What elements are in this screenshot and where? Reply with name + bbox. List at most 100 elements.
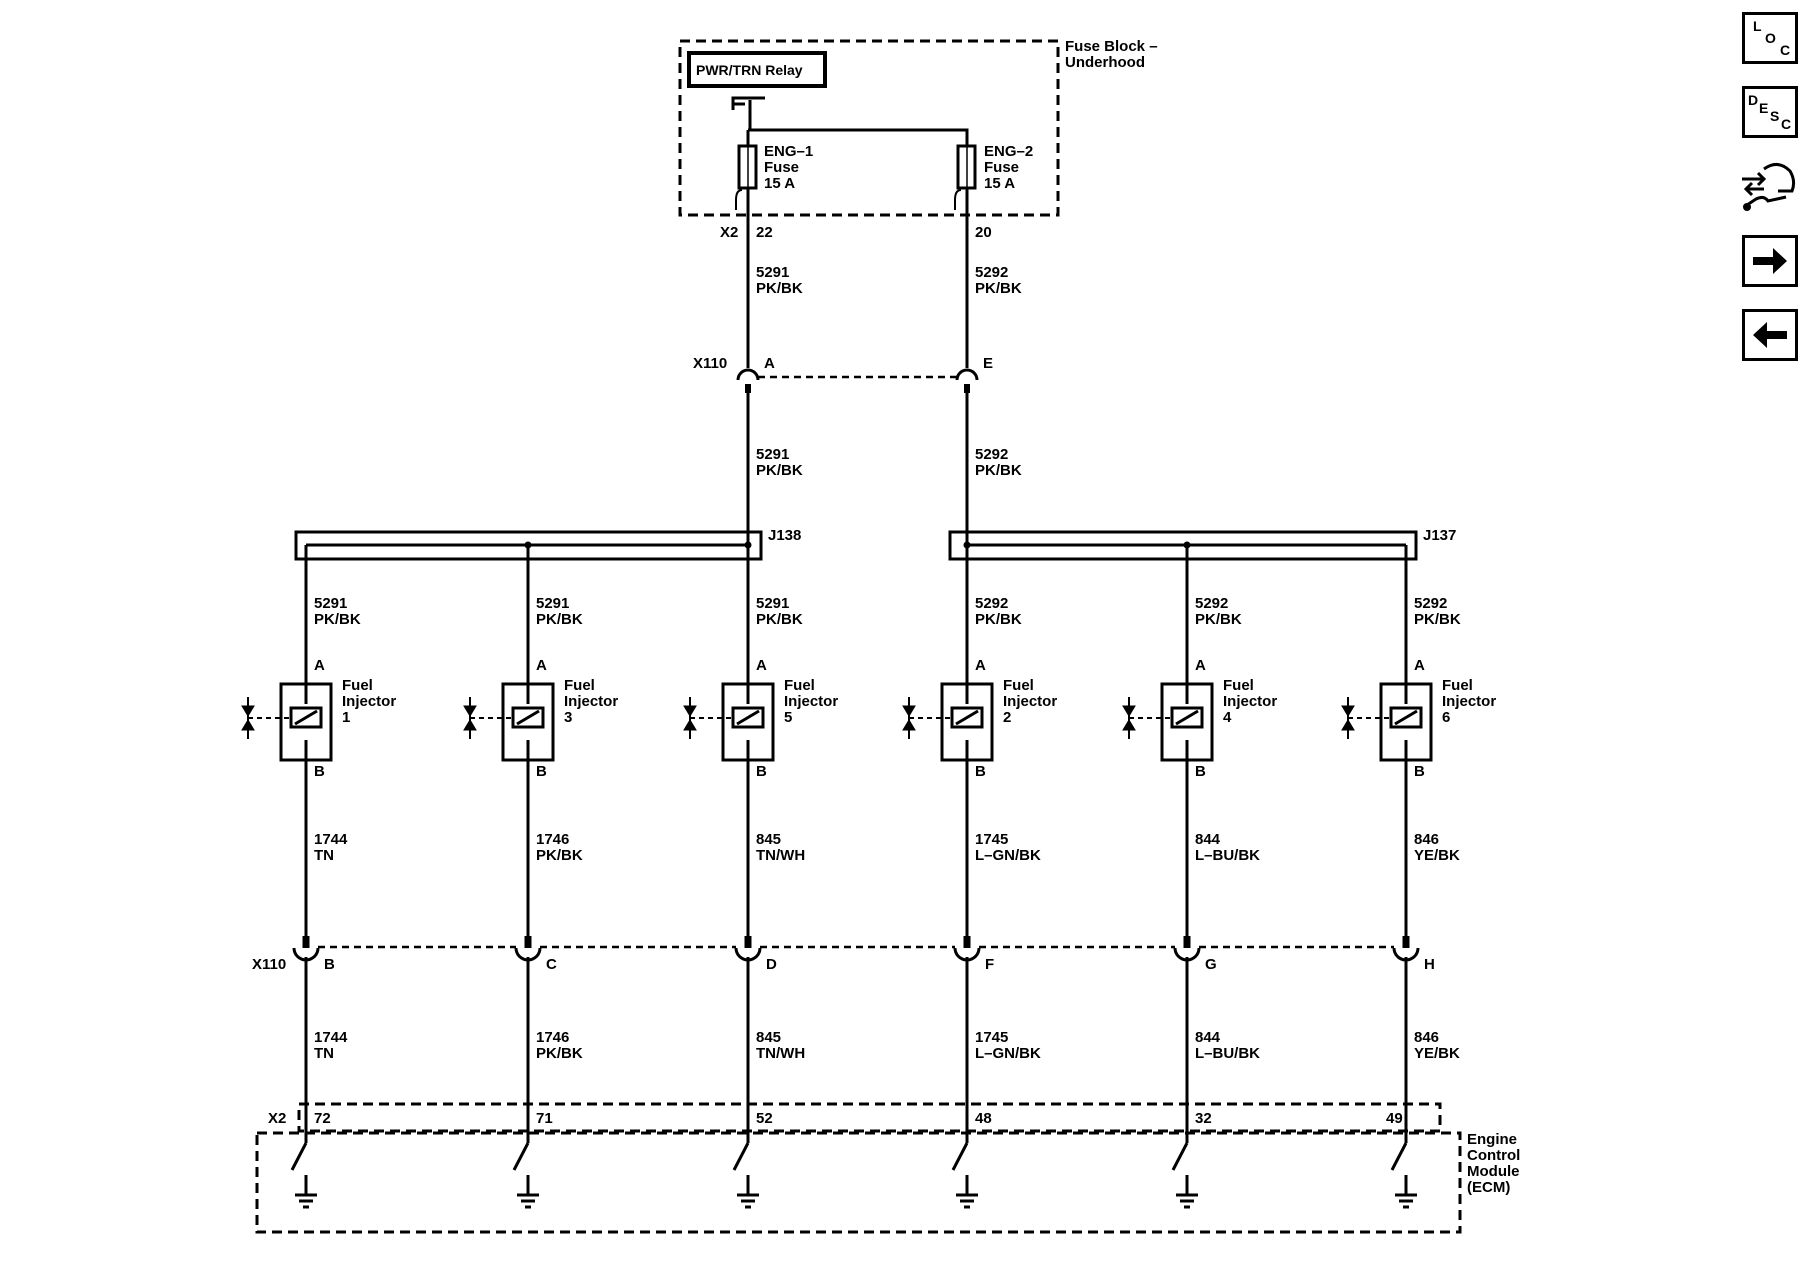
injector-valve-icon bbox=[241, 705, 255, 731]
x110-upper-pin-a-label: A bbox=[764, 355, 775, 372]
injector-feed-color: PK/BK bbox=[314, 611, 361, 628]
description-button[interactable]: D E S C bbox=[1742, 86, 1798, 138]
ecm-pin-label: 72 bbox=[314, 1110, 331, 1127]
ground-icon bbox=[737, 1193, 759, 1209]
injector-label-injector: Injector bbox=[342, 693, 396, 710]
service-hand-wrench-icon[interactable] bbox=[1738, 157, 1798, 219]
relay-box bbox=[687, 51, 827, 88]
ecm-driver-switch bbox=[290, 1142, 308, 1195]
ecm-pin-label: 71 bbox=[536, 1110, 553, 1127]
injector-pin-a: A bbox=[975, 657, 986, 674]
fuse2-type: Fuse bbox=[984, 159, 1019, 176]
injector-control-color: L–BU/BK bbox=[1195, 847, 1260, 864]
injector-valve-icon bbox=[1122, 705, 1136, 731]
x110-lower-pin-label: D bbox=[766, 956, 777, 973]
injector-number: 4 bbox=[1223, 709, 1232, 726]
ecm-wire-circuit: 844 bbox=[1195, 1029, 1221, 1046]
fuse2-terminal: 20 bbox=[975, 224, 992, 241]
ground-icon bbox=[295, 1193, 317, 1209]
injector-control-color: PK/BK bbox=[536, 847, 583, 864]
wire-5291-circuit-top: 5291 bbox=[756, 264, 789, 281]
wire-5291-circuit-mid: 5291 bbox=[756, 446, 789, 463]
injector-control-circuit: 844 bbox=[1195, 831, 1221, 848]
x110-lower-pin-label: C bbox=[546, 956, 557, 973]
ecm-wire-circuit: 845 bbox=[756, 1029, 781, 1046]
injector-label-injector: Injector bbox=[784, 693, 838, 710]
x110-lower-pin-label: H bbox=[1424, 956, 1435, 973]
injector-label-injector: Injector bbox=[1003, 693, 1057, 710]
fuse1-type: Fuse bbox=[764, 159, 799, 176]
injector-control-color: YE/BK bbox=[1414, 847, 1460, 864]
injector-feed-circuit: 5292 bbox=[1195, 595, 1228, 612]
injector-feed-color: PK/BK bbox=[536, 611, 583, 628]
splice-j137 bbox=[948, 530, 1418, 561]
injector-pin-a: A bbox=[314, 657, 325, 674]
injector-label-fuel: Fuel bbox=[564, 677, 595, 694]
ecm-driver-switch bbox=[732, 1142, 750, 1195]
injector-valve-icon bbox=[902, 705, 916, 731]
ecm-wire-circuit: 1744 bbox=[314, 1029, 348, 1046]
ecm-name-line3: Module bbox=[1467, 1163, 1520, 1180]
loc-letter-o: O bbox=[1765, 30, 1776, 46]
injector-control-circuit: 846 bbox=[1414, 831, 1439, 848]
fuse1-terminal: 22 bbox=[756, 224, 773, 241]
wire-5292-color-mid: PK/BK bbox=[975, 462, 1022, 479]
back-arrow-button[interactable] bbox=[1742, 309, 1798, 361]
injector-coil-icon bbox=[1170, 706, 1204, 729]
injector-label-fuel: Fuel bbox=[1442, 677, 1473, 694]
injector-pin-b: B bbox=[314, 763, 325, 780]
splice-j137-label: J137 bbox=[1423, 527, 1456, 544]
wire-5291-color-mid: PK/BK bbox=[756, 462, 803, 479]
injector-control-circuit: 1746 bbox=[536, 831, 569, 848]
ecm-wire-color: TN bbox=[314, 1045, 334, 1062]
wire-5292-circuit-mid: 5292 bbox=[975, 446, 1008, 463]
injector-label-fuel: Fuel bbox=[1223, 677, 1254, 694]
injector-label-injector: Injector bbox=[1223, 693, 1277, 710]
ecm-wire-color: YE/BK bbox=[1414, 1045, 1460, 1062]
desc-letter-d: D bbox=[1748, 92, 1759, 108]
injector-pin-b: B bbox=[756, 763, 767, 780]
injector-feed-color: PK/BK bbox=[1195, 611, 1242, 628]
ecm-driver-switch bbox=[1171, 1142, 1189, 1195]
x110-lower-pin-label: F bbox=[985, 956, 994, 973]
loc-letter-c: C bbox=[1780, 42, 1791, 58]
ecm-wire-circuit: 1746 bbox=[536, 1029, 569, 1046]
injector-label-fuel: Fuel bbox=[342, 677, 373, 694]
ecm-driver-switch bbox=[951, 1142, 969, 1195]
relay-switch-symbol bbox=[731, 96, 765, 130]
location-button[interactable]: L O C bbox=[1742, 12, 1798, 64]
x110-lower-pin-label: B bbox=[324, 956, 335, 973]
x110-lower-label: X110 bbox=[252, 956, 286, 973]
injector-control-circuit: 1745 bbox=[975, 831, 1008, 848]
injector-feed-color: PK/BK bbox=[975, 611, 1022, 628]
injector-number: 2 bbox=[1003, 709, 1011, 726]
ground-icon bbox=[517, 1193, 539, 1209]
ecm-wire-color: L–GN/BK bbox=[975, 1045, 1041, 1062]
ecm-enclosure bbox=[255, 1131, 1462, 1234]
ecm-wire-circuit: 846 bbox=[1414, 1029, 1439, 1046]
injector-feed-circuit: 5292 bbox=[1414, 595, 1447, 612]
ecm-pin-label: 52 bbox=[756, 1110, 773, 1127]
wire-5292-color-top: PK/BK bbox=[975, 280, 1022, 297]
injector-feed-circuit: 5291 bbox=[756, 595, 789, 612]
ecm-name-line4: (ECM) bbox=[1467, 1179, 1510, 1196]
ecm-wire-color: TN/WH bbox=[756, 1045, 805, 1062]
ecm-wire-color: PK/BK bbox=[536, 1045, 583, 1062]
fuse-bus bbox=[748, 128, 969, 146]
fuse2-rating: 15 A bbox=[984, 175, 1015, 192]
x110-upper-pin-e-label: E bbox=[983, 355, 993, 372]
next-arrow-button[interactable] bbox=[1742, 235, 1798, 287]
injector-number: 6 bbox=[1442, 709, 1450, 726]
injector-pin-b: B bbox=[536, 763, 547, 780]
injector-pin-a: A bbox=[1414, 657, 1425, 674]
ecm-name-line2: Control bbox=[1467, 1147, 1520, 1164]
injector-pin-b: B bbox=[1195, 763, 1206, 780]
ecm-driver-switch bbox=[1390, 1142, 1408, 1195]
injector-control-color: TN bbox=[314, 847, 334, 864]
left-arrow-icon bbox=[1753, 322, 1787, 348]
x110-upper-label: X110 bbox=[693, 355, 727, 372]
ecm-connector-label: X2 bbox=[268, 1110, 286, 1127]
injector-coil-icon bbox=[289, 706, 323, 729]
injector-valve-icon bbox=[683, 705, 697, 731]
